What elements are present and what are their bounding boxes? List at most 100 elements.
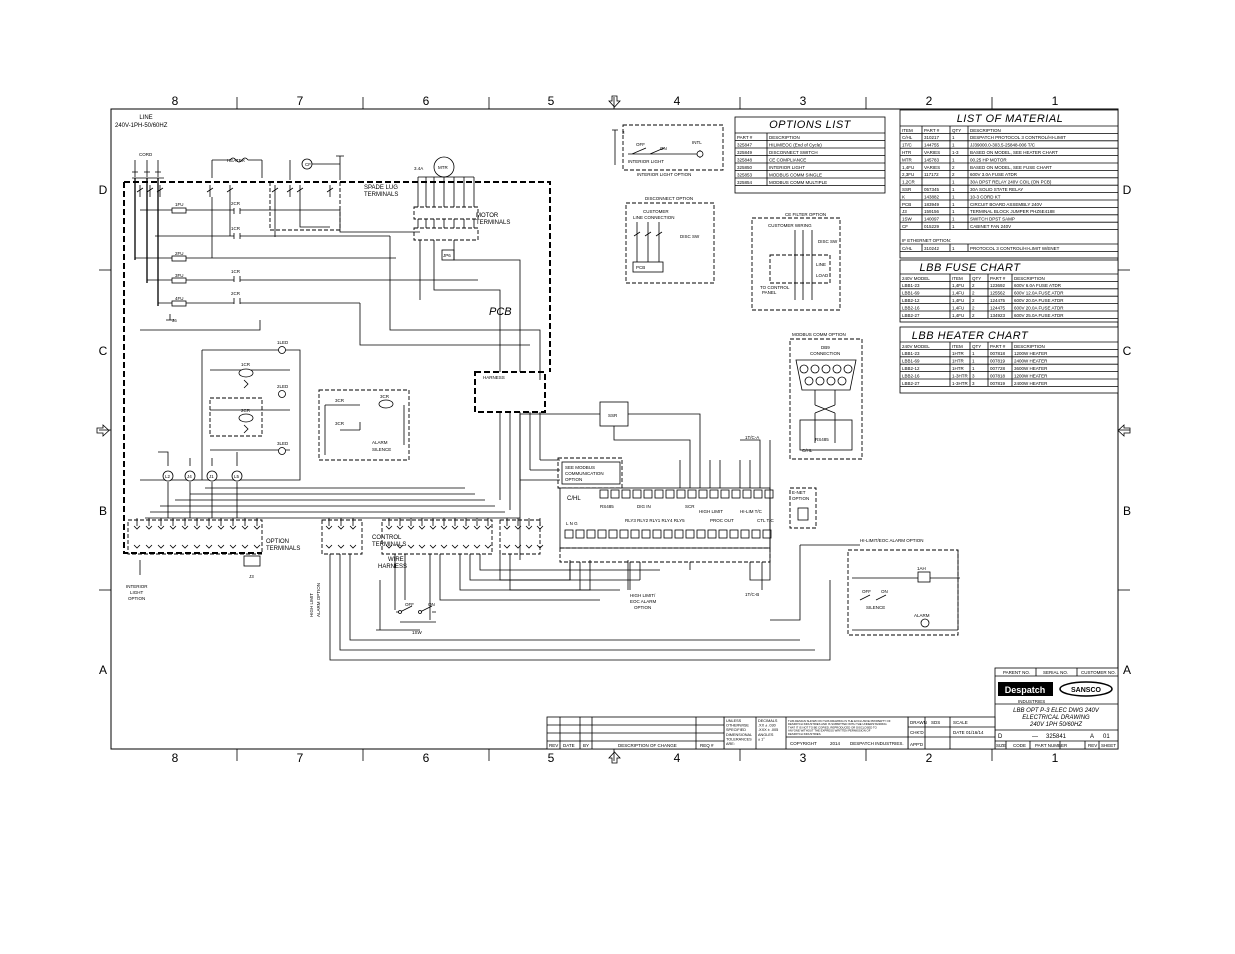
notice-text: THIS DESIGN SHOWN ON THIS DRAWING IS THE… — [788, 719, 891, 723]
alarm-silence-label: SILENCE — [372, 447, 391, 452]
hl-eoc-alarm-option: HI-LIMIT/EOC ALARM OPTION 1AH OFF ON SIL… — [770, 538, 960, 636]
terminal-marker — [205, 525, 213, 549]
svg-text:CODE: CODE — [1013, 743, 1026, 748]
heater-chart-cell: LBB1-23 — [902, 351, 920, 356]
heater-chart-cell: 1200W HEATER — [1014, 373, 1048, 378]
list-of-material-cell: HTR — [902, 150, 912, 155]
terminal-marker — [396, 525, 404, 549]
svg-text:CUSTOMER WIRING: CUSTOMER WIRING — [768, 223, 812, 228]
heater-chart-header-cell: 240V MODEL — [902, 344, 930, 349]
controller-pin — [599, 489, 609, 499]
zone-row-d: D — [1123, 183, 1132, 197]
list-of-material-header-cell: DESCRIPTION — [970, 128, 1001, 133]
terminal-marker — [133, 525, 141, 549]
db9-pin-icon — [826, 376, 836, 386]
db9-pin-icon — [832, 364, 842, 374]
svg-text:INDUSTRIES: INDUSTRIES — [1018, 699, 1045, 704]
svg-text:TO CONTROL: TO CONTROL — [760, 285, 790, 290]
centering-arrow-icons — [96, 95, 1131, 764]
heater-chart-cell: 2400W HEATER — [1014, 381, 1048, 386]
terminal-marker — [429, 525, 437, 549]
fuse-chart-cell: 2 — [972, 283, 975, 288]
revision-block: REV DATE BY DESCRIPTION OF CHANGE REQ # — [546, 716, 725, 750]
svg-text:SCR: SCR — [685, 504, 695, 509]
list-of-material-header-cell: QTY — [952, 128, 961, 133]
svg-text:DB9: DB9 — [821, 345, 830, 350]
terminal-marker — [169, 525, 177, 549]
notice-text: ANYONE WITHOUT THE EXPRESS WRITTEN PERMI… — [788, 729, 871, 733]
tolerance-text: TOLERANCES — [726, 737, 752, 741]
list-of-material-cell: 00.25 HP MOTOR — [970, 157, 1007, 162]
zone-row-c: C — [99, 344, 108, 358]
svg-text:D: D — [998, 734, 1003, 740]
zone-col-7: 7 — [297, 751, 304, 765]
option-terminals-label: OPTION — [266, 539, 289, 545]
fuse-chart-cell: 600V 20.0A FUSE ATDR — [1014, 298, 1064, 303]
controller-pin — [685, 529, 695, 539]
svg-text:1AH: 1AH — [917, 566, 926, 571]
controller-pin — [729, 529, 739, 539]
fuse-chart-cell: 2 — [972, 291, 975, 296]
svg-text:JP6: JP6 — [443, 253, 451, 258]
fuse-chart-cell: 2 — [972, 305, 975, 310]
solid-state-relay: SSR — [519, 401, 701, 560]
list-of-material-cell: 10-3 CORD KT — [970, 194, 1001, 199]
terminal-marker — [440, 525, 448, 549]
tolerance-text: DIMENSIONAL — [726, 733, 752, 737]
svg-text:PROC OUT: PROC OUT — [710, 518, 734, 523]
options-list-cell: CE COMPLIANCE — [769, 157, 806, 162]
zone-row-a: A — [99, 663, 107, 677]
ce-filter-option-title: CE FILTER OPTION — [785, 212, 826, 217]
svg-text:RS485: RS485 — [600, 504, 614, 509]
heater-chart-cell: 1HTR — [952, 351, 965, 356]
fuse-chart-header-cell: DESCRIPTION — [1014, 276, 1045, 281]
enet-option: E-NET OPTION — [789, 487, 817, 529]
terminal-marker — [473, 525, 481, 549]
heater-chart-header-cell: ITEM — [952, 344, 963, 349]
alarm-silence-circuit: 3CR 3CR 3CR ALARM SILENCE — [318, 389, 410, 461]
controller: SEE MODBUS COMMUNICATION OPTION C/HL RS4… — [557, 440, 775, 590]
svg-text:INTL: INTL — [692, 140, 702, 145]
alarm-silence-label: ALARM — [372, 440, 388, 445]
fuse-chart-cell: LBB1-69 — [902, 291, 920, 296]
list-of-material-header-cell: PART # — [924, 128, 940, 133]
zone-col-6: 6 — [423, 94, 430, 108]
svg-text:OFF: OFF — [405, 602, 414, 607]
svg-text:ALARM: ALARM — [914, 613, 930, 618]
fuse-4fu — [171, 300, 187, 307]
svg-text:SHEET: SHEET — [1101, 743, 1116, 748]
options-list-cell: 325854 — [737, 180, 753, 185]
svg-text:REV: REV — [1088, 743, 1097, 748]
cord-label: CORD — [139, 152, 153, 157]
svg-text:BY: BY — [583, 743, 589, 748]
controller-pin — [696, 529, 706, 539]
line-spec: 240V-1PH-50/60HZ — [115, 123, 168, 129]
control-terminals-label: CONTROL — [372, 535, 402, 541]
led-1-icon — [278, 346, 286, 354]
relay-led-circuits: 1LED 2LED 3LED 1CR 2CR — [140, 340, 301, 481]
fuse-chart-header-cell: 240V MODEL — [902, 276, 930, 281]
fuse-label: 1FU — [175, 202, 184, 207]
zone-row-c: C — [1123, 344, 1132, 358]
motor-terminals-label: MOTOR — [476, 213, 499, 219]
controller-pin — [742, 489, 752, 499]
relay-coil-2cr-icon — [238, 413, 254, 423]
svg-text:CTL T/C: CTL T/C — [757, 518, 775, 523]
svg-text:RS485: RS485 — [815, 437, 829, 442]
wire-harness-label: HARNESS — [378, 564, 407, 570]
terminal-marker — [503, 525, 511, 549]
list-of-material-cell: 1 — [952, 217, 955, 222]
terminal-marker — [385, 525, 393, 549]
svg-text:ON: ON — [881, 589, 888, 594]
ethernet-caption: IF ETHERNET OPTION: — [902, 238, 951, 243]
zone-col-5: 5 — [548, 94, 555, 108]
zone-row-d: D — [99, 183, 108, 197]
fuse-chart-cell: 1,4FU — [952, 305, 964, 310]
list-of-material-cell: 1 — [952, 135, 955, 140]
options-list-cell: DISCONNECT SWITCH — [769, 150, 818, 155]
decimals-text: DECIMALS — [758, 719, 778, 723]
svg-text:SSR: SSR — [608, 413, 618, 418]
tc-b-label: 1T/C-B — [745, 592, 759, 597]
approval-block: DRAWN SDS SCALE CHK'D DATE 01/16/14 APP'… — [907, 716, 996, 750]
svg-text:LOAD: LOAD — [816, 273, 829, 278]
